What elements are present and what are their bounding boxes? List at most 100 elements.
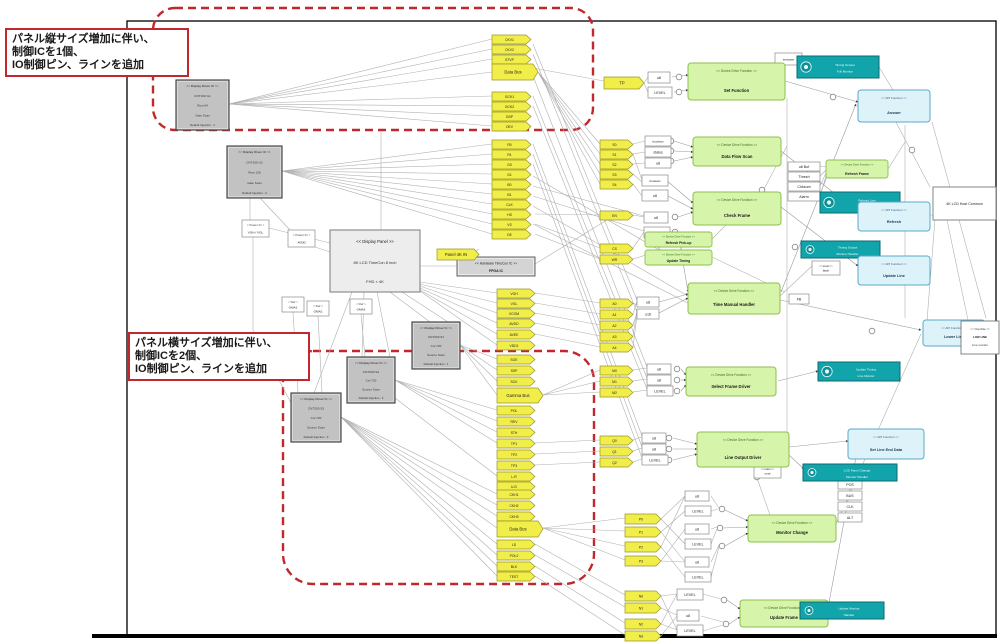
pin-vcom[interactable]: VCOM [496,308,536,319]
stack-alt[interactable]: ALT [837,512,863,523]
pin-pol[interactable]: POL [496,405,536,416]
type-u8-12[interactable]: u8 [684,556,710,568]
type-level-9[interactable]: LEVEL [676,624,704,637]
box-fb[interactable]: FB [788,293,810,305]
pin-gck2[interactable]: GCK2 [491,101,532,112]
type-level-8[interactable]: LEVEL [676,588,704,601]
type-u8-a[interactable]: u8 [647,71,671,84]
stack-alarm[interactable]: Alarm [787,191,821,202]
type-level-a[interactable]: LEVEL [647,86,673,99]
fn-line-output[interactable]: << Device Drive Function >>Line Output D… [696,431,790,468]
pin-test[interactable]: TEST [496,571,536,582]
ref-gma1[interactable]: < Ref >GMA1 [281,296,305,313]
pin-sth[interactable]: STH [496,427,536,438]
type-bool-1[interactable]: boolean [644,135,672,147]
pin-m2[interactable]: M2 [599,387,634,398]
pin-databus-2[interactable]: Data Bus [496,520,544,538]
type-u8-9[interactable]: u8 [641,443,667,455]
pin-sck[interactable]: SCK [496,376,536,387]
fn-select-frame[interactable]: << Device Drive Function >>Select Frame … [685,366,777,397]
pin-ld[interactable]: LD [496,539,536,550]
pin-ckh2[interactable]: CKH2 [496,500,536,511]
pin-tp1[interactable]: TP1 [496,438,536,449]
type-level-6[interactable]: LEVEL [684,538,712,550]
pin-b0[interactable]: B0 [491,179,532,190]
pin-tp[interactable]: TP [603,76,645,90]
ref-gma2[interactable]: < Ref >GMA2 [306,300,330,317]
pin-lr[interactable]: L-R [496,471,536,482]
pin-p1[interactable]: P1 [624,526,662,538]
pin-n1[interactable]: N1 [624,602,662,614]
fn-monitor-change[interactable]: << Device Drive Function >>Monitor Chang… [747,514,837,543]
pin-p2[interactable]: P2 [624,541,662,553]
power-ic-1[interactable]: < Power IC >VGH / VGL [241,219,270,238]
pin-b1[interactable]: B1 [491,189,532,200]
pin-hs[interactable]: HS [491,209,532,220]
pin-q2[interactable]: Q2 [599,457,634,468]
pin-a3[interactable]: A3 [599,331,634,342]
fn-check-frame[interactable]: << Device Drive Function >>Check Frame [692,191,782,226]
api-set-line-end[interactable]: << API Function >>Set Line End Data [847,428,925,460]
pin-g1[interactable]: G1 [491,169,532,180]
type-u8-10[interactable]: u8 [684,490,710,502]
pin-pol2[interactable]: POL2 [496,550,536,561]
pin-en[interactable]: EN [599,210,634,221]
type-u8-13[interactable]: u8 [676,609,700,622]
stack-chksum[interactable]: Chksum [787,181,821,192]
stack-bus[interactable]: BUS [837,490,863,501]
pin-stvp[interactable]: STVP [491,54,532,65]
type-u8-7[interactable]: u8 [646,374,672,386]
stack-thresh[interactable]: Thresh [787,171,821,182]
pin-cs[interactable]: CS [599,243,634,254]
pin-a0[interactable]: A0 [599,298,634,309]
fn-update-timing[interactable]: << Device Drive Function >>Update Timing [644,249,713,266]
pin-q0[interactable]: Q0 [599,435,634,446]
type-u16-1[interactable]: u16 [636,308,660,320]
pin-p3[interactable]: P3 [624,555,662,567]
pin-s2[interactable]: S2 [599,159,634,170]
fn-set-function[interactable]: << Device Drive Function >>Set Function [687,62,786,101]
type-u8-5[interactable]: u8 [636,296,660,308]
pin-oev[interactable]: OEV [491,121,532,132]
pin-ckv2[interactable]: CKV2 [491,44,532,55]
pin-gck1[interactable]: GCK1 [491,91,532,102]
pin-vgh[interactable]: VGH [496,288,536,299]
pin-tp2[interactable]: TP2 [496,449,536,460]
timecon-ic[interactable]: << Hardware TimeCon IC >>FPGA IC [456,256,536,277]
type-u8-2[interactable]: u8 [641,189,669,202]
api-update-line[interactable]: << API Function >>Update Line [857,255,931,286]
pin-gsp[interactable]: GSP [491,111,532,122]
type-bool-2[interactable]: boolean [641,174,669,187]
pin-rev[interactable]: REV [496,416,536,427]
pin-s4[interactable]: S4 [599,179,634,190]
type-status-1[interactable]: status [644,146,672,158]
stack-clk[interactable]: CLK [837,501,863,512]
type-u8-6[interactable]: u8 [646,363,672,375]
pin-m0[interactable]: M0 [599,365,634,376]
type-u8-3[interactable]: u8 [643,211,669,224]
type-level-3[interactable]: LEVEL [646,385,674,397]
pin-s1[interactable]: S1 [599,149,634,160]
power-ic-2[interactable]: < Power IC >AVDD [287,229,316,248]
pin-vdd1[interactable]: VDD1 [496,340,536,351]
api-refresh[interactable]: << API Function >>Refresh [857,201,931,232]
fn-time-manual[interactable]: << Device Drive Function >>Time Manual H… [687,282,781,315]
pin-clk[interactable]: CLK [491,199,532,210]
pin-n3[interactable]: N3 [624,630,662,642]
pin-ckh1[interactable]: CKH1 [496,489,536,500]
pin-databus-1[interactable]: Data Bus [491,63,539,81]
pin-n2[interactable]: N2 [624,618,662,630]
pin-s3[interactable]: S3 [599,169,634,180]
stack-u8buf[interactable]: u8 Buf [787,161,821,172]
pin-wr[interactable]: WR [599,254,634,265]
pin-gamma[interactable]: Gamma Bus [496,387,544,404]
